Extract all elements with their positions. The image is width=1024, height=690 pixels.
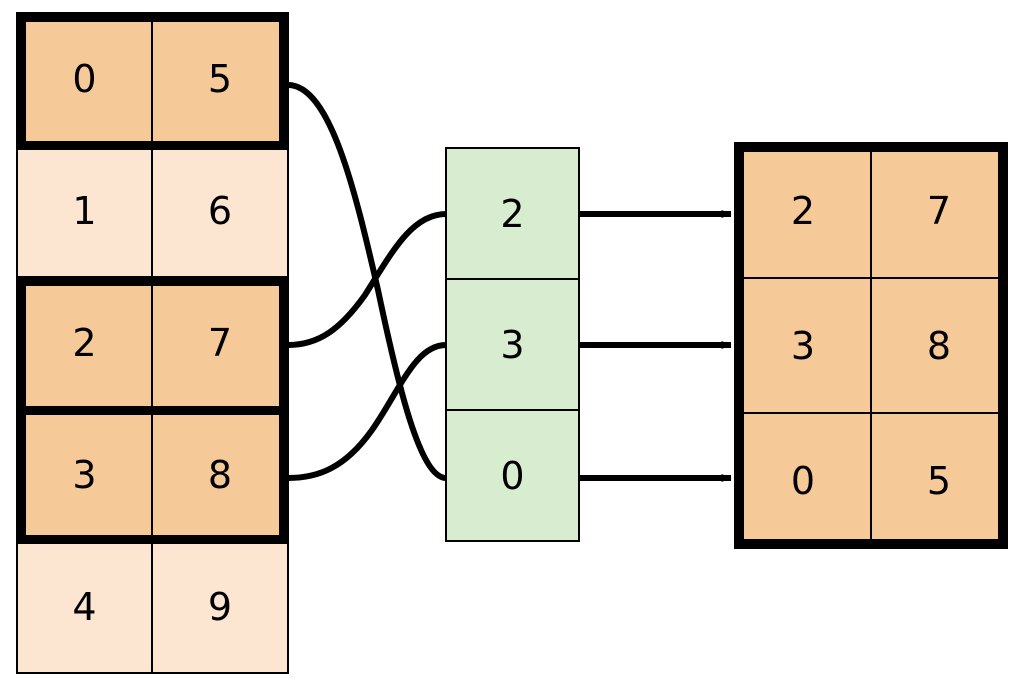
result-cell: 8 <box>870 277 1008 414</box>
index-array: 2 3 0 <box>445 147 580 542</box>
source-cell: 5 <box>151 12 289 146</box>
result-cell: 7 <box>870 142 1008 279</box>
result-array: 2 7 3 8 0 5 <box>734 142 1008 549</box>
source-cell: 6 <box>151 144 289 278</box>
source-cell: 4 <box>16 540 153 674</box>
curve-row3-to-slot1 <box>285 342 449 481</box>
source-array: 0 5 1 6 2 7 3 8 4 9 <box>16 12 289 674</box>
source-cell: 1 <box>16 144 153 278</box>
source-cell: 9 <box>151 540 289 674</box>
source-cell: 3 <box>16 408 153 542</box>
index-cell: 2 <box>445 147 580 280</box>
result-cell: 2 <box>734 142 872 279</box>
curve-row0-to-slot2 <box>285 82 449 481</box>
source-cell: 7 <box>151 276 289 410</box>
curve-row2-to-slot0 <box>285 211 449 348</box>
source-cell: 2 <box>16 276 153 410</box>
result-cell: 3 <box>734 277 872 414</box>
result-cell: 5 <box>870 412 1008 549</box>
index-cell: 0 <box>445 409 580 542</box>
source-cell: 8 <box>151 408 289 542</box>
source-cell: 0 <box>16 12 153 146</box>
index-cell: 3 <box>445 278 580 411</box>
result-cell: 0 <box>734 412 872 549</box>
